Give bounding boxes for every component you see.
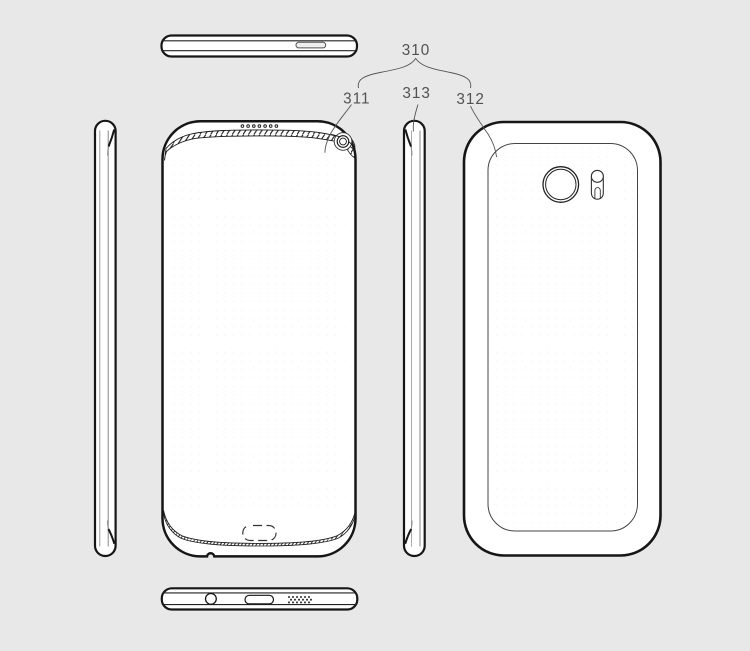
svg-text:313: 313	[402, 85, 431, 102]
svg-text:310: 310	[402, 42, 431, 59]
svg-text:312: 312	[456, 91, 485, 108]
svg-text:311: 311	[343, 90, 370, 107]
